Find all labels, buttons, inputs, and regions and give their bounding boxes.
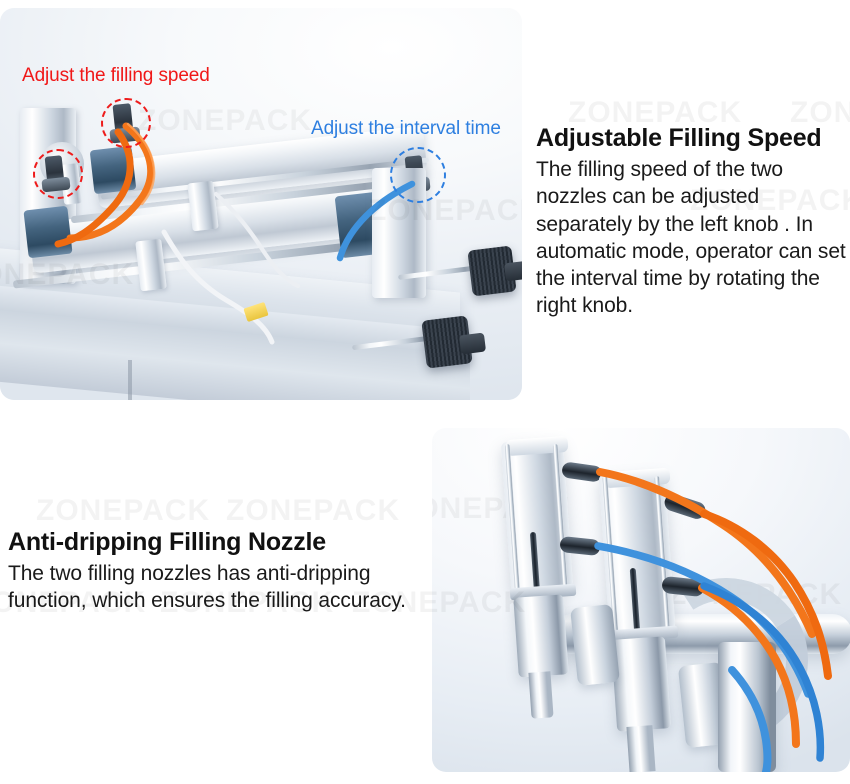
filling-speed-photo: ZONEPACK ZONEPACK ZONEPACK Adjust the fi… <box>0 8 522 400</box>
callout-filling-speed: Adjust the filling speed <box>22 65 210 86</box>
orange-tubing-bottom <box>596 468 832 748</box>
watermark: ZONEPACK <box>226 494 400 528</box>
adjustable-filling-speed-copy: Adjustable Filling Speed The filling spe… <box>536 124 846 320</box>
filling-nozzle-photo: ZONEPACK ZONEPACK <box>432 428 850 772</box>
table-leg <box>128 360 132 400</box>
highlight-circle-speed-left <box>33 149 83 199</box>
top-body-text: The filling speed of the two nozzles can… <box>536 158 846 318</box>
sensor-cable <box>161 191 301 345</box>
bottom-headline: Anti-dripping Filling Nozzle <box>8 528 326 556</box>
knob-boss-lower <box>458 332 487 355</box>
top-headline: Adjustable Filling Speed <box>536 124 822 152</box>
anti-dripping-nozzle-copy: Anti-dripping Filling Nozzle The two fil… <box>8 528 433 615</box>
bottom-body-text: The two filling nozzles has anti-drippin… <box>8 562 406 613</box>
highlight-circle-interval <box>390 147 446 203</box>
highlight-circle-speed-top <box>101 98 151 148</box>
watermark: ZONEPACK <box>36 494 210 528</box>
blue-tubing-bottom <box>594 542 825 772</box>
knob-boss-upper <box>503 260 522 282</box>
callout-interval-time: Adjust the interval time <box>311 118 501 139</box>
